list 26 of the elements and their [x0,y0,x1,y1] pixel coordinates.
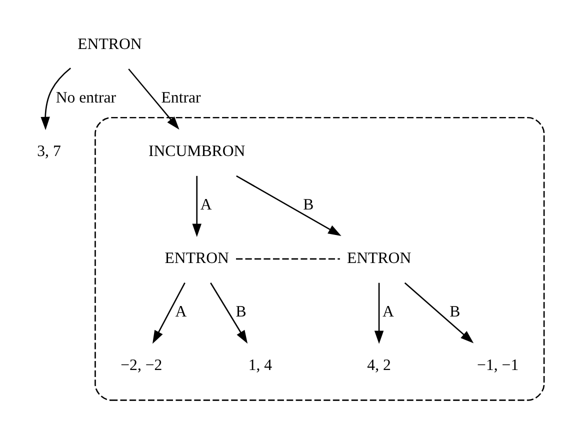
arrow [40,68,72,130]
arrow [210,282,248,344]
node-text: 3, 7 [37,143,61,160]
node-text: INCUMBRON [148,143,246,160]
node-text: ENTRON [164,250,229,267]
node-text: −1, −1 [477,356,519,374]
edge-label: B [236,303,246,320]
edge-label: A [382,303,394,320]
node-text: 1, 4 [248,356,272,374]
arrow [128,68,180,130]
arrow [236,175,342,236]
arrow [404,282,474,344]
node-text: ENTRON [346,250,412,267]
edge-label: Entrar [161,90,201,107]
node-text: 4, 2 [367,356,391,374]
edge-label: B [450,303,460,320]
connector [236,258,340,260]
node-text: ENTRON [78,36,142,54]
node-text: −2, −2 [120,356,162,374]
edge-label: B [303,196,314,214]
edge-label: A [200,196,212,214]
arrow [152,282,186,344]
arrow [374,282,384,344]
edge-label: No entrar [56,90,116,107]
edge-label: A [175,303,187,320]
arrow [192,176,202,237]
